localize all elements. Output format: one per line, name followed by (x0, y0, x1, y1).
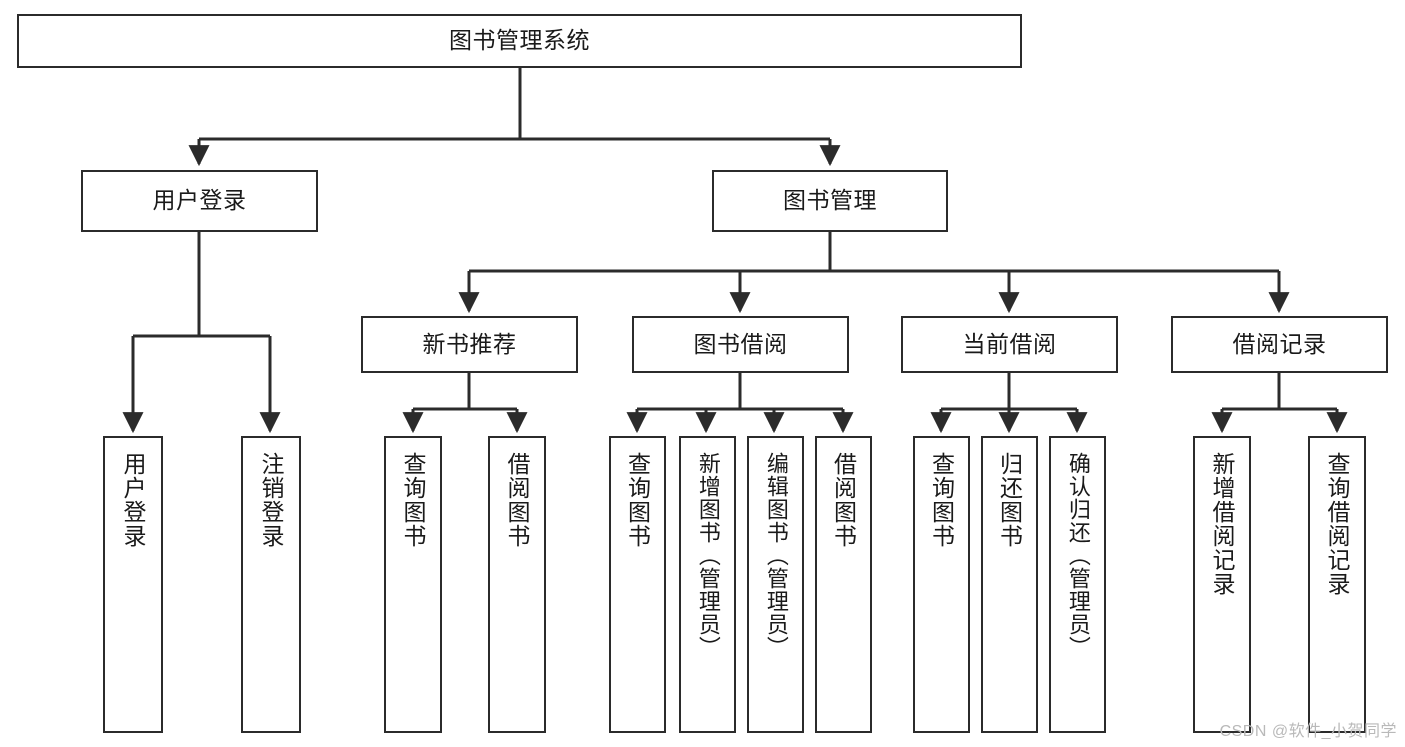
node-leaf-user-login[interactable]: 用户登录 (103, 436, 163, 733)
node-leaf-return-book[interactable]: 归还图书 (981, 436, 1038, 733)
node-leaf-query-book-1-label: 查询图书 (400, 452, 427, 548)
node-leaf-borrow-book-2[interactable]: 借阅图书 (815, 436, 872, 733)
node-leaf-query-book-1[interactable]: 查询图书 (384, 436, 442, 733)
node-current-borrow[interactable]: 当前借阅 (901, 316, 1118, 373)
node-leaf-add-record-label: 新增借阅记录 (1209, 452, 1236, 596)
node-current-borrow-label: 当前借阅 (962, 330, 1057, 357)
node-leaf-confirm-return-label: 确认归还（管理员） (1065, 452, 1091, 659)
node-leaf-query-record-label: 查询借阅记录 (1324, 452, 1351, 596)
node-book-manage[interactable]: 图书管理 (712, 170, 948, 232)
csdn-watermark: CSDN @软件_小贺同学 (1219, 723, 1397, 740)
node-root-label: 图书管理系统 (449, 27, 590, 54)
node-leaf-borrow-book-1[interactable]: 借阅图书 (488, 436, 546, 733)
node-leaf-user-login-label: 用户登录 (120, 452, 147, 548)
node-leaf-logout-label: 注销登录 (258, 452, 285, 548)
node-leaf-add-record[interactable]: 新增借阅记录 (1193, 436, 1251, 733)
node-leaf-add-book-label: 新增图书（管理员） (695, 452, 721, 659)
node-leaf-edit-book-label: 编辑图书（管理员） (763, 452, 789, 659)
node-book-manage-label: 图书管理 (783, 187, 877, 214)
node-leaf-confirm-return[interactable]: 确认归还（管理员） (1049, 436, 1106, 733)
node-leaf-edit-book[interactable]: 编辑图书（管理员） (747, 436, 804, 733)
node-user-login-label: 用户登录 (152, 187, 247, 214)
node-new-book-rec-label: 新书推荐 (422, 330, 517, 357)
node-book-borrow-label: 图书借阅 (693, 330, 788, 357)
node-leaf-query-book-3[interactable]: 查询图书 (913, 436, 970, 733)
node-leaf-borrow-book-1-label: 借阅图书 (504, 452, 531, 548)
node-leaf-add-book[interactable]: 新增图书（管理员） (679, 436, 736, 733)
node-new-book-rec[interactable]: 新书推荐 (361, 316, 578, 373)
node-book-borrow[interactable]: 图书借阅 (632, 316, 849, 373)
node-leaf-query-book-3-label: 查询图书 (928, 452, 955, 548)
node-leaf-borrow-book-2-label: 借阅图书 (830, 452, 857, 548)
node-leaf-return-book-label: 归还图书 (996, 452, 1023, 548)
node-leaf-query-book-2-label: 查询图书 (624, 452, 651, 548)
node-leaf-logout[interactable]: 注销登录 (241, 436, 301, 733)
node-leaf-query-record[interactable]: 查询借阅记录 (1308, 436, 1366, 733)
node-user-login[interactable]: 用户登录 (81, 170, 318, 232)
node-root[interactable]: 图书管理系统 (17, 14, 1022, 68)
node-leaf-query-book-2[interactable]: 查询图书 (609, 436, 666, 733)
node-borrow-record-label: 借阅记录 (1232, 330, 1327, 357)
node-borrow-record[interactable]: 借阅记录 (1171, 316, 1388, 373)
